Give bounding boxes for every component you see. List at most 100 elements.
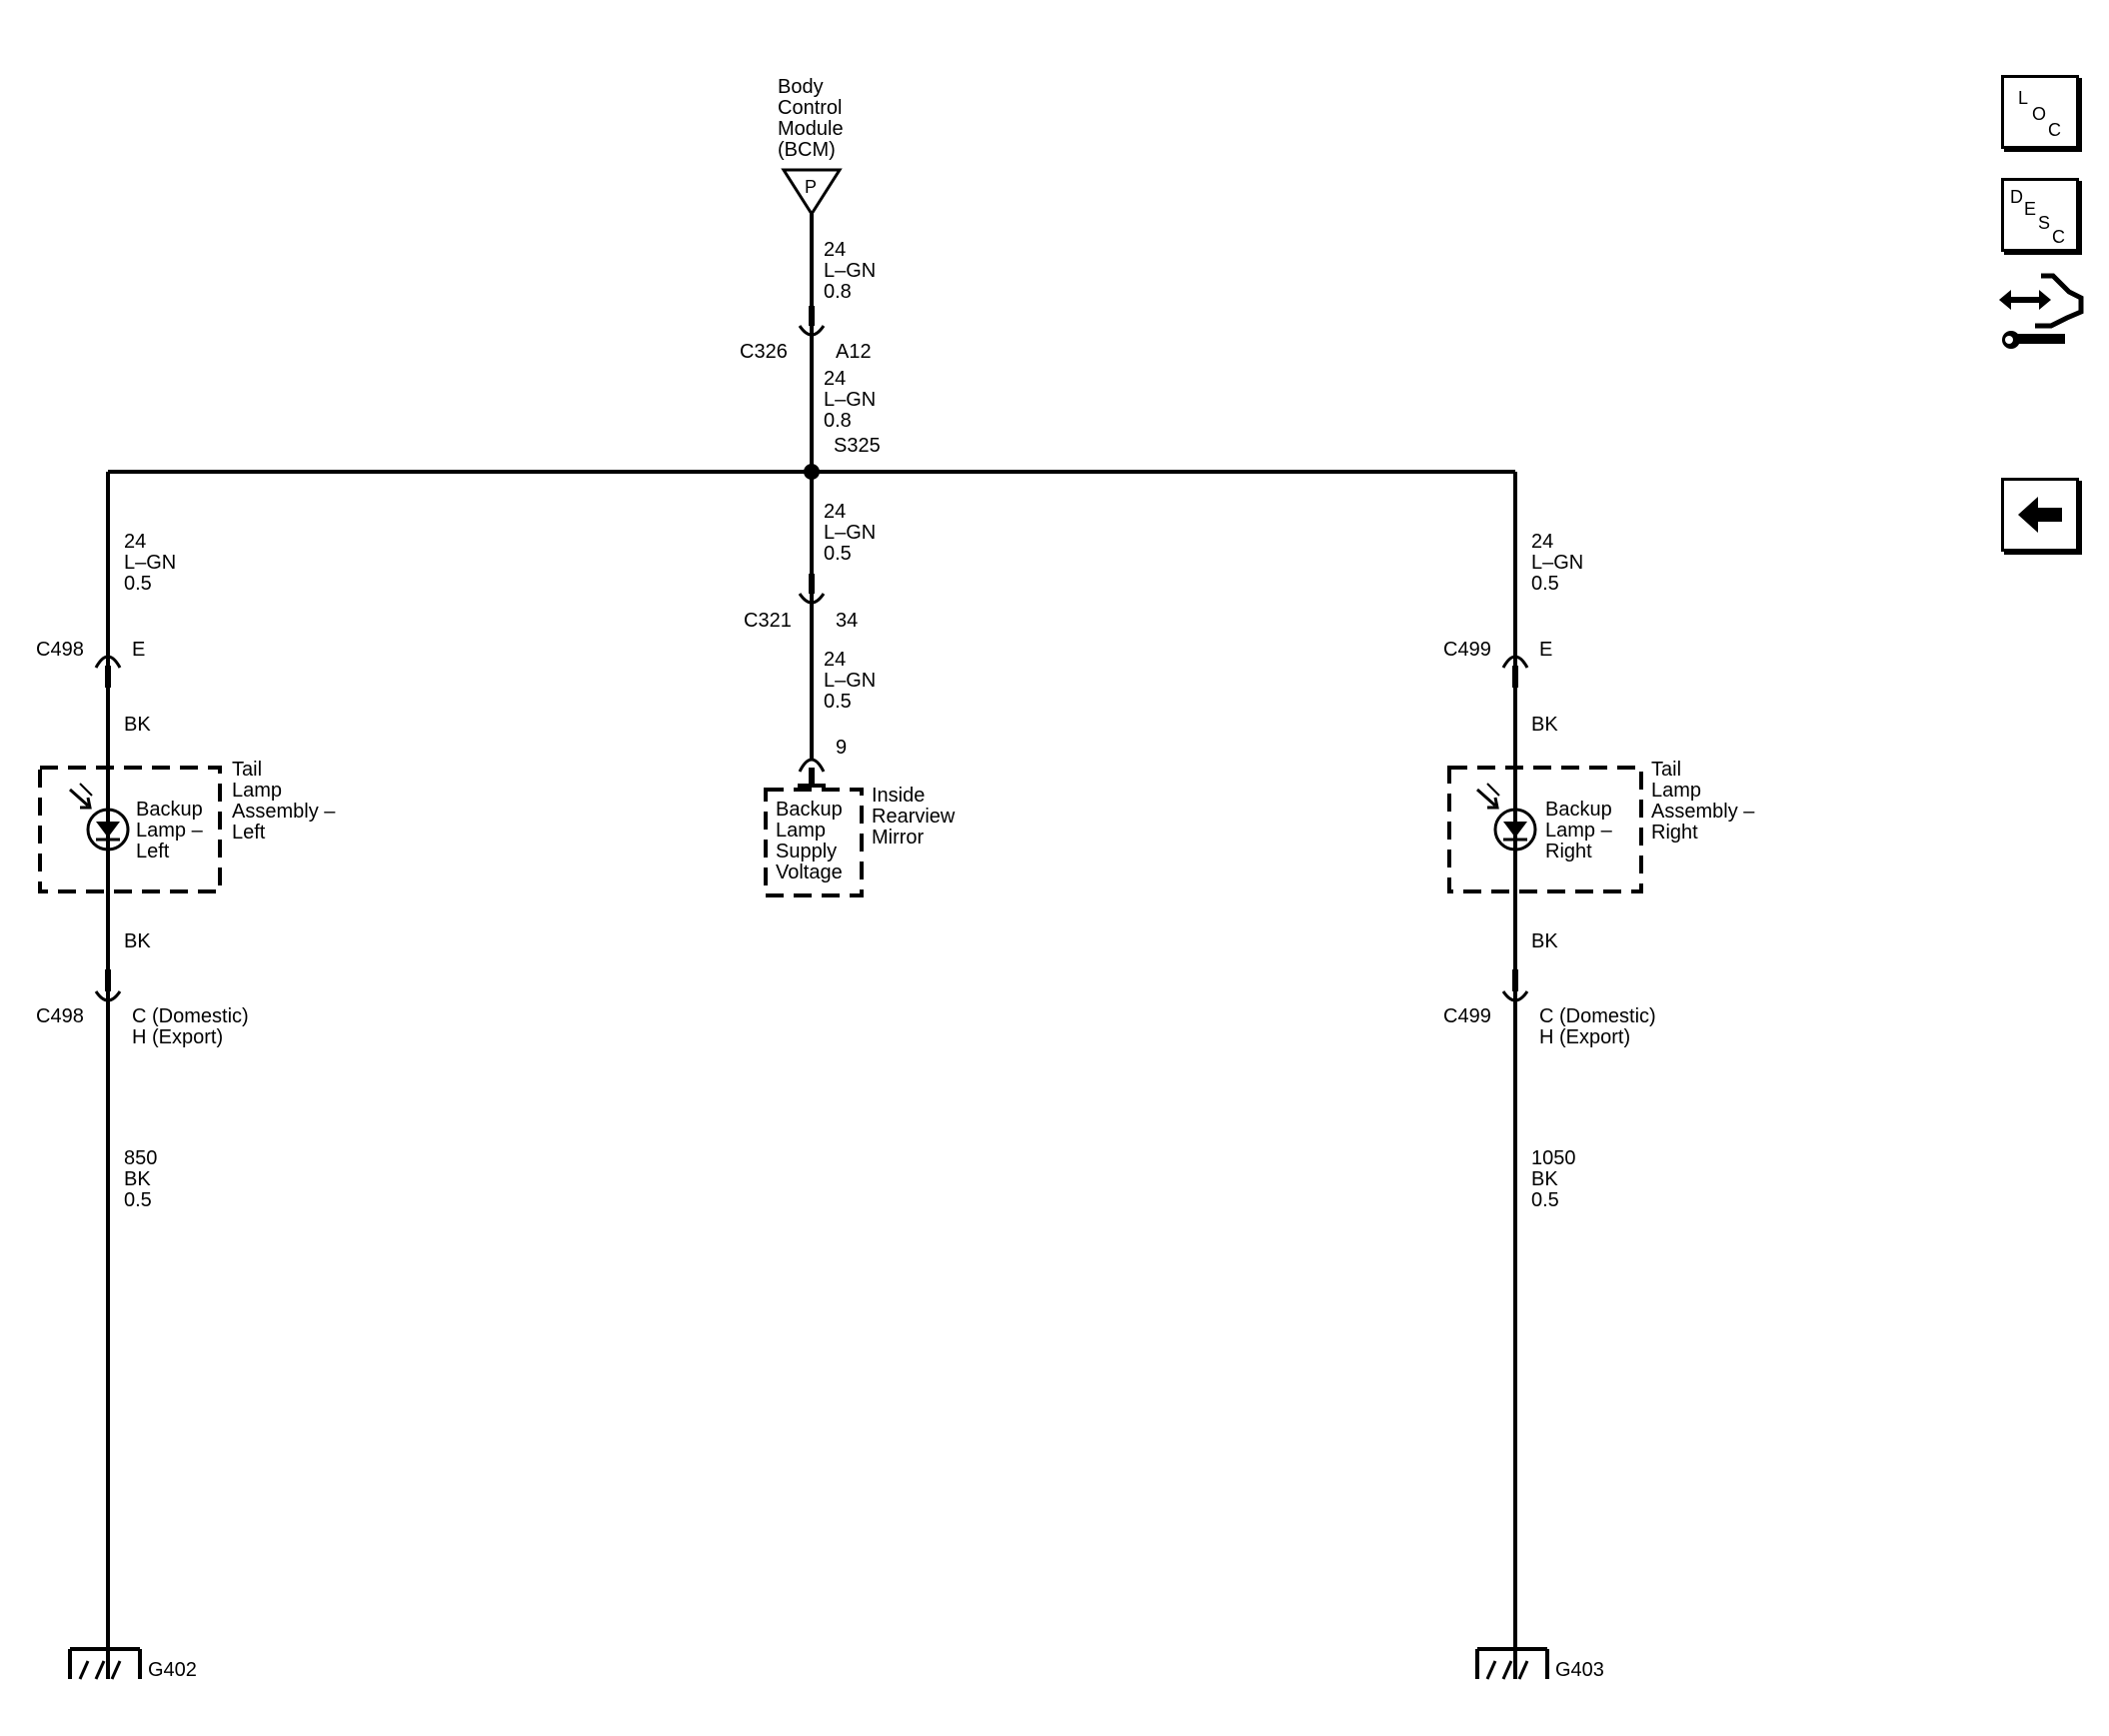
mirror-inner-line: Voltage	[776, 862, 843, 883]
ground-g402-icon	[68, 1647, 142, 1680]
loc-letter: L	[2018, 88, 2028, 108]
desc-letter: E	[2024, 199, 2036, 219]
wire-size: 0.5	[1531, 1189, 1559, 1211]
desc-letter: S	[2038, 213, 2050, 233]
wire-mirror-label: 24 L–GN 0.5	[824, 649, 876, 713]
mirror-inner-line: Lamp	[776, 820, 826, 842]
ground-g403-icon	[1475, 1647, 1549, 1680]
back-arrow-icon	[2018, 497, 2062, 533]
wire-color: L–GN	[824, 389, 876, 411]
bcm-label-line: Module	[778, 118, 844, 140]
wire-color: BK	[124, 1168, 151, 1190]
tail-lamp-left-label: Tail Lamp Assembly – Left	[232, 759, 336, 844]
wire-size: 0.5	[124, 573, 152, 595]
description-button[interactable]: D E S C	[2001, 178, 2079, 252]
lamp-label-line: Lamp –	[136, 820, 204, 842]
wire-circuit: 24	[124, 531, 146, 553]
wire-circuit: 24	[1531, 531, 1553, 553]
mirror-pin-connector	[798, 758, 826, 786]
connector-c326	[798, 306, 826, 337]
location-button[interactable]: L O C	[2001, 75, 2079, 149]
connector-c499-top	[1501, 655, 1529, 688]
wire-bcm-label: 24 L–GN 0.8	[824, 239, 876, 303]
mirror-box	[764, 788, 864, 897]
bcm-label-line: Body	[778, 76, 824, 98]
connector-pin: 34	[836, 610, 858, 632]
ground-name: G402	[148, 1659, 197, 1681]
connector-pin: H (Export)	[1539, 1026, 1630, 1048]
wire-size: 0.8	[824, 410, 852, 432]
mirror-inner-line: Backup	[776, 799, 843, 821]
tail-lamp-right-label: Tail Lamp Assembly – Right	[1651, 759, 1755, 844]
wire-color: BK	[124, 714, 151, 736]
splice-name: S325	[834, 435, 881, 457]
connector-view-button[interactable]	[1995, 268, 2085, 360]
assembly-label-line: Lamp	[1651, 780, 1701, 802]
wire-circuit: 24	[824, 501, 846, 523]
wire-c326-label: 24 L–GN 0.8	[824, 368, 876, 432]
bcm-label: Body Control Module (BCM)	[778, 76, 844, 161]
connector-c498-top	[94, 655, 122, 688]
wire-color: L–GN	[124, 552, 176, 574]
wire-color: L–GN	[824, 260, 876, 282]
wire-left-top-label: 24 L–GN 0.5	[124, 531, 176, 595]
assembly-label-line: Left	[232, 822, 266, 844]
connector-name: C499	[1443, 1005, 1491, 1027]
ground-name: G403	[1555, 1659, 1604, 1681]
bcm-label-line: Control	[778, 97, 842, 119]
connector-pin: A12	[836, 341, 872, 363]
connector-name: C321	[744, 610, 792, 632]
assembly-label-line: Tail	[1651, 759, 1681, 781]
wire-right-top-label: 24 L–GN 0.5	[1531, 531, 1583, 595]
lamp-label-line: Left	[136, 841, 170, 863]
wire-size: 0.5	[124, 1189, 152, 1211]
lamp-label-line: Backup	[1545, 799, 1612, 821]
bcm-pin-triangle	[781, 168, 843, 217]
mirror-inner-line: Supply	[776, 841, 837, 863]
back-button[interactable]	[2001, 478, 2079, 552]
tail-lamp-right-box	[1447, 766, 1643, 893]
lamp-label-line: Lamp –	[1545, 820, 1613, 842]
description-icon: D E S C	[2010, 187, 2065, 247]
loc-letter: O	[2032, 104, 2046, 124]
wire-size: 0.5	[824, 691, 852, 713]
backup-lamp-right-label: Backup Lamp – Right	[1545, 799, 1613, 863]
location-icon: L O C	[2018, 88, 2061, 140]
wire-size: 0.5	[824, 543, 852, 565]
assembly-label-line: Assembly –	[232, 801, 336, 823]
wire-circuit: 24	[824, 649, 846, 671]
connector-name: C326	[740, 341, 788, 363]
desc-letter: D	[2010, 187, 2023, 207]
mirror-label-line: Mirror	[872, 827, 925, 849]
lamp-label-line: Backup	[136, 799, 203, 821]
connector-c498-bottom	[94, 969, 122, 1002]
wire-color: BK	[1531, 930, 1558, 952]
connector-name: C498	[36, 639, 84, 661]
wire-color: BK	[124, 930, 151, 952]
wire-color: L–GN	[824, 522, 876, 544]
mirror-label-line: Inside	[872, 785, 925, 807]
loc-letter: C	[2048, 120, 2061, 140]
connector-pin: E	[132, 639, 145, 661]
backup-lamp-left-label: Backup Lamp – Left	[136, 799, 204, 863]
connector-name: C498	[36, 1005, 84, 1027]
mirror-label-line: Rearview	[872, 806, 956, 828]
wire-center-label: 24 L–GN 0.5	[824, 501, 876, 565]
bcm-pin-label: P	[805, 177, 817, 197]
connector-pin: C (Domestic)	[132, 1005, 249, 1027]
backup-lamp-right-icon	[1476, 783, 1537, 852]
connector-c499-bottom	[1501, 969, 1529, 1002]
desc-letter: C	[2052, 227, 2065, 247]
tail-lamp-left-box	[38, 766, 222, 893]
lamp-label-line: Right	[1545, 841, 1592, 863]
wire-circuit: 850	[124, 1147, 157, 1169]
wire-color: BK	[1531, 714, 1558, 736]
connector-hand-icon	[1999, 273, 2084, 349]
connector-pin: H (Export)	[132, 1026, 223, 1048]
wire-size: 0.5	[1531, 573, 1559, 595]
wire-circuit: 1050	[1531, 1147, 1576, 1169]
connector-c321	[798, 574, 826, 605]
mirror-inner-label: Backup Lamp Supply Voltage	[776, 799, 843, 883]
wire-right-ground-label: 1050 BK 0.5	[1531, 1147, 1576, 1211]
